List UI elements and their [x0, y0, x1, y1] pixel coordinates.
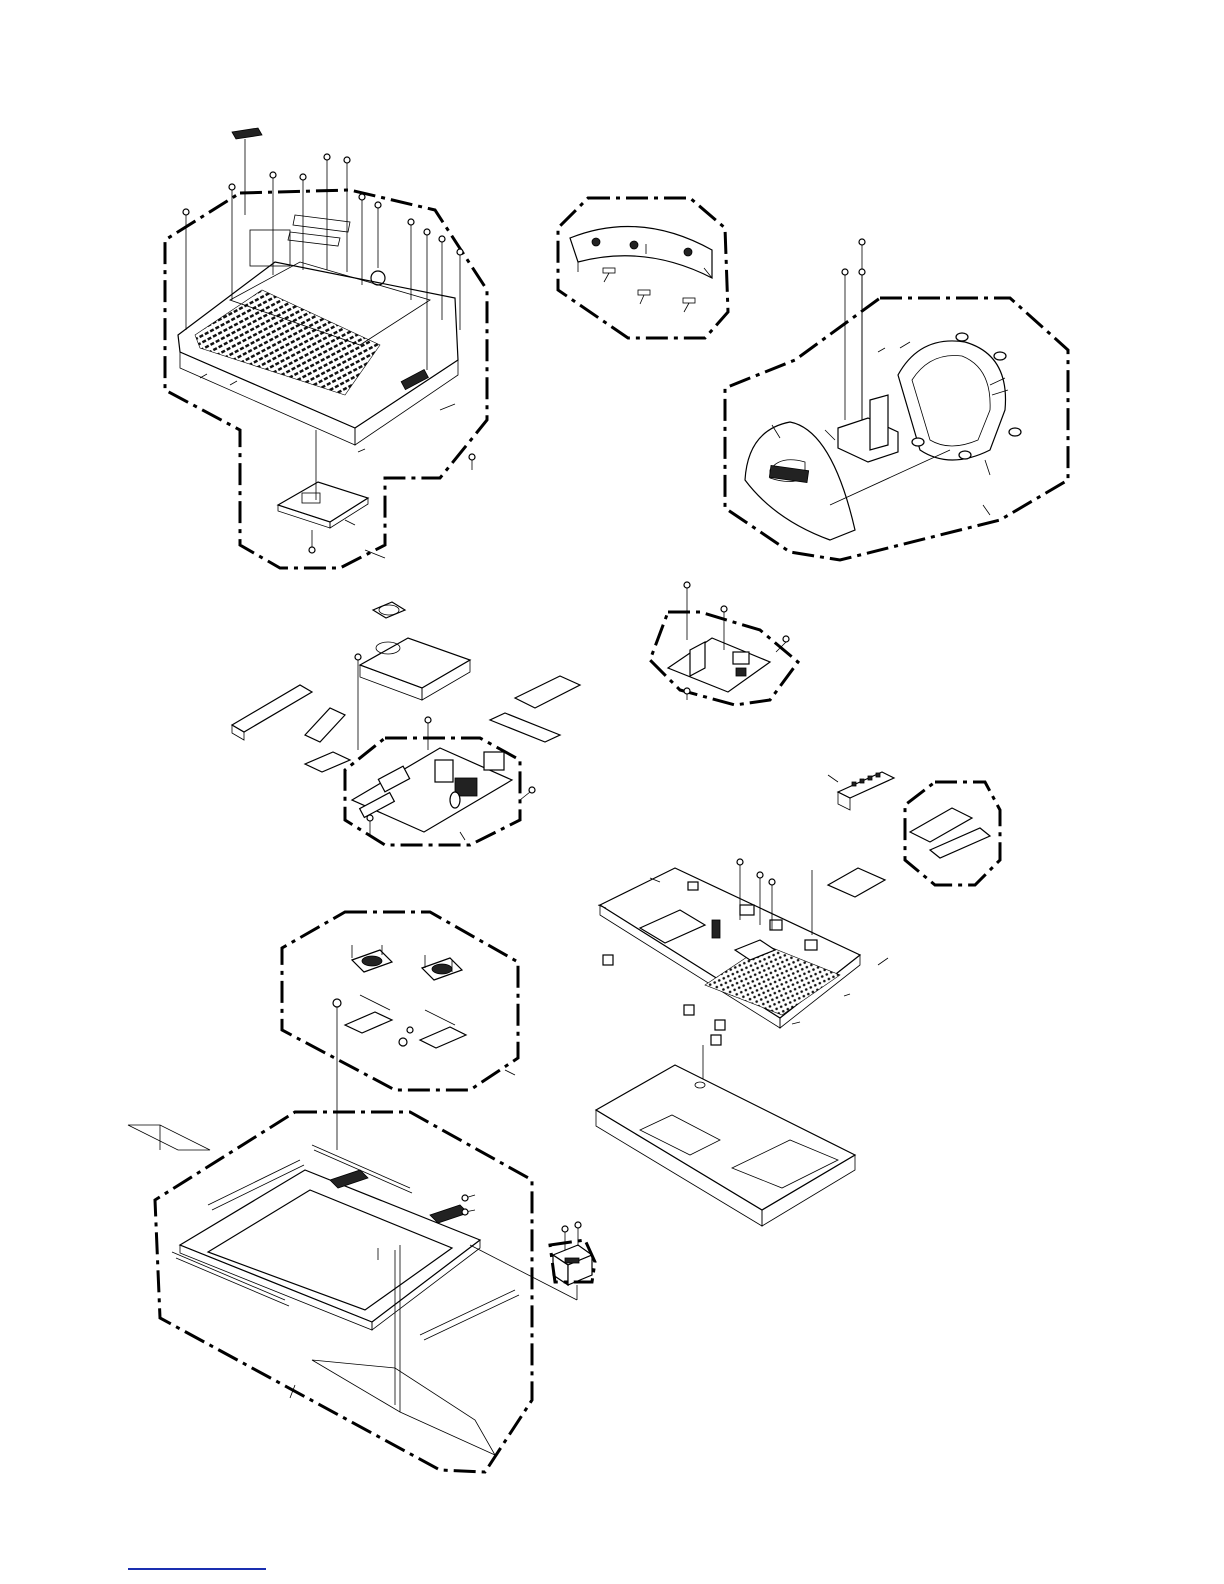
speaker-left — [345, 950, 392, 1033]
stand-pillar — [838, 395, 898, 462]
label-sticker — [250, 230, 290, 266]
ir-sensor-unit — [550, 1240, 595, 1285]
lcd-panel-group — [596, 1065, 855, 1226]
av-rear-bracket — [232, 685, 312, 732]
cooling-fan-icon — [373, 602, 405, 618]
side-controls-group — [828, 772, 1000, 885]
stand-mount-bracket — [278, 482, 368, 522]
side-button-board — [838, 772, 894, 798]
av-shield-plate — [305, 752, 350, 772]
stand-cover-group — [558, 198, 728, 338]
power-supply-pcb — [668, 638, 770, 692]
front-bezel-group — [128, 1112, 595, 1472]
front-protective-filter — [312, 1360, 495, 1455]
stand-cover-tabs — [603, 268, 695, 312]
top-tag — [232, 128, 262, 139]
footer-link[interactable] — [128, 1568, 266, 1570]
speaker-right — [420, 958, 466, 1048]
stand-base-group — [725, 239, 1068, 560]
cpu-shield-cover — [360, 638, 470, 688]
speakers-boundary — [282, 912, 518, 1090]
stand-long-screws — [842, 239, 865, 420]
chassis-bracket — [828, 868, 885, 897]
speakers-group — [282, 912, 518, 1150]
rear-cover-group — [165, 128, 487, 568]
av-terminal-group — [232, 602, 580, 845]
side-terminal-bracket — [515, 676, 580, 708]
power-supply-group — [650, 582, 798, 705]
